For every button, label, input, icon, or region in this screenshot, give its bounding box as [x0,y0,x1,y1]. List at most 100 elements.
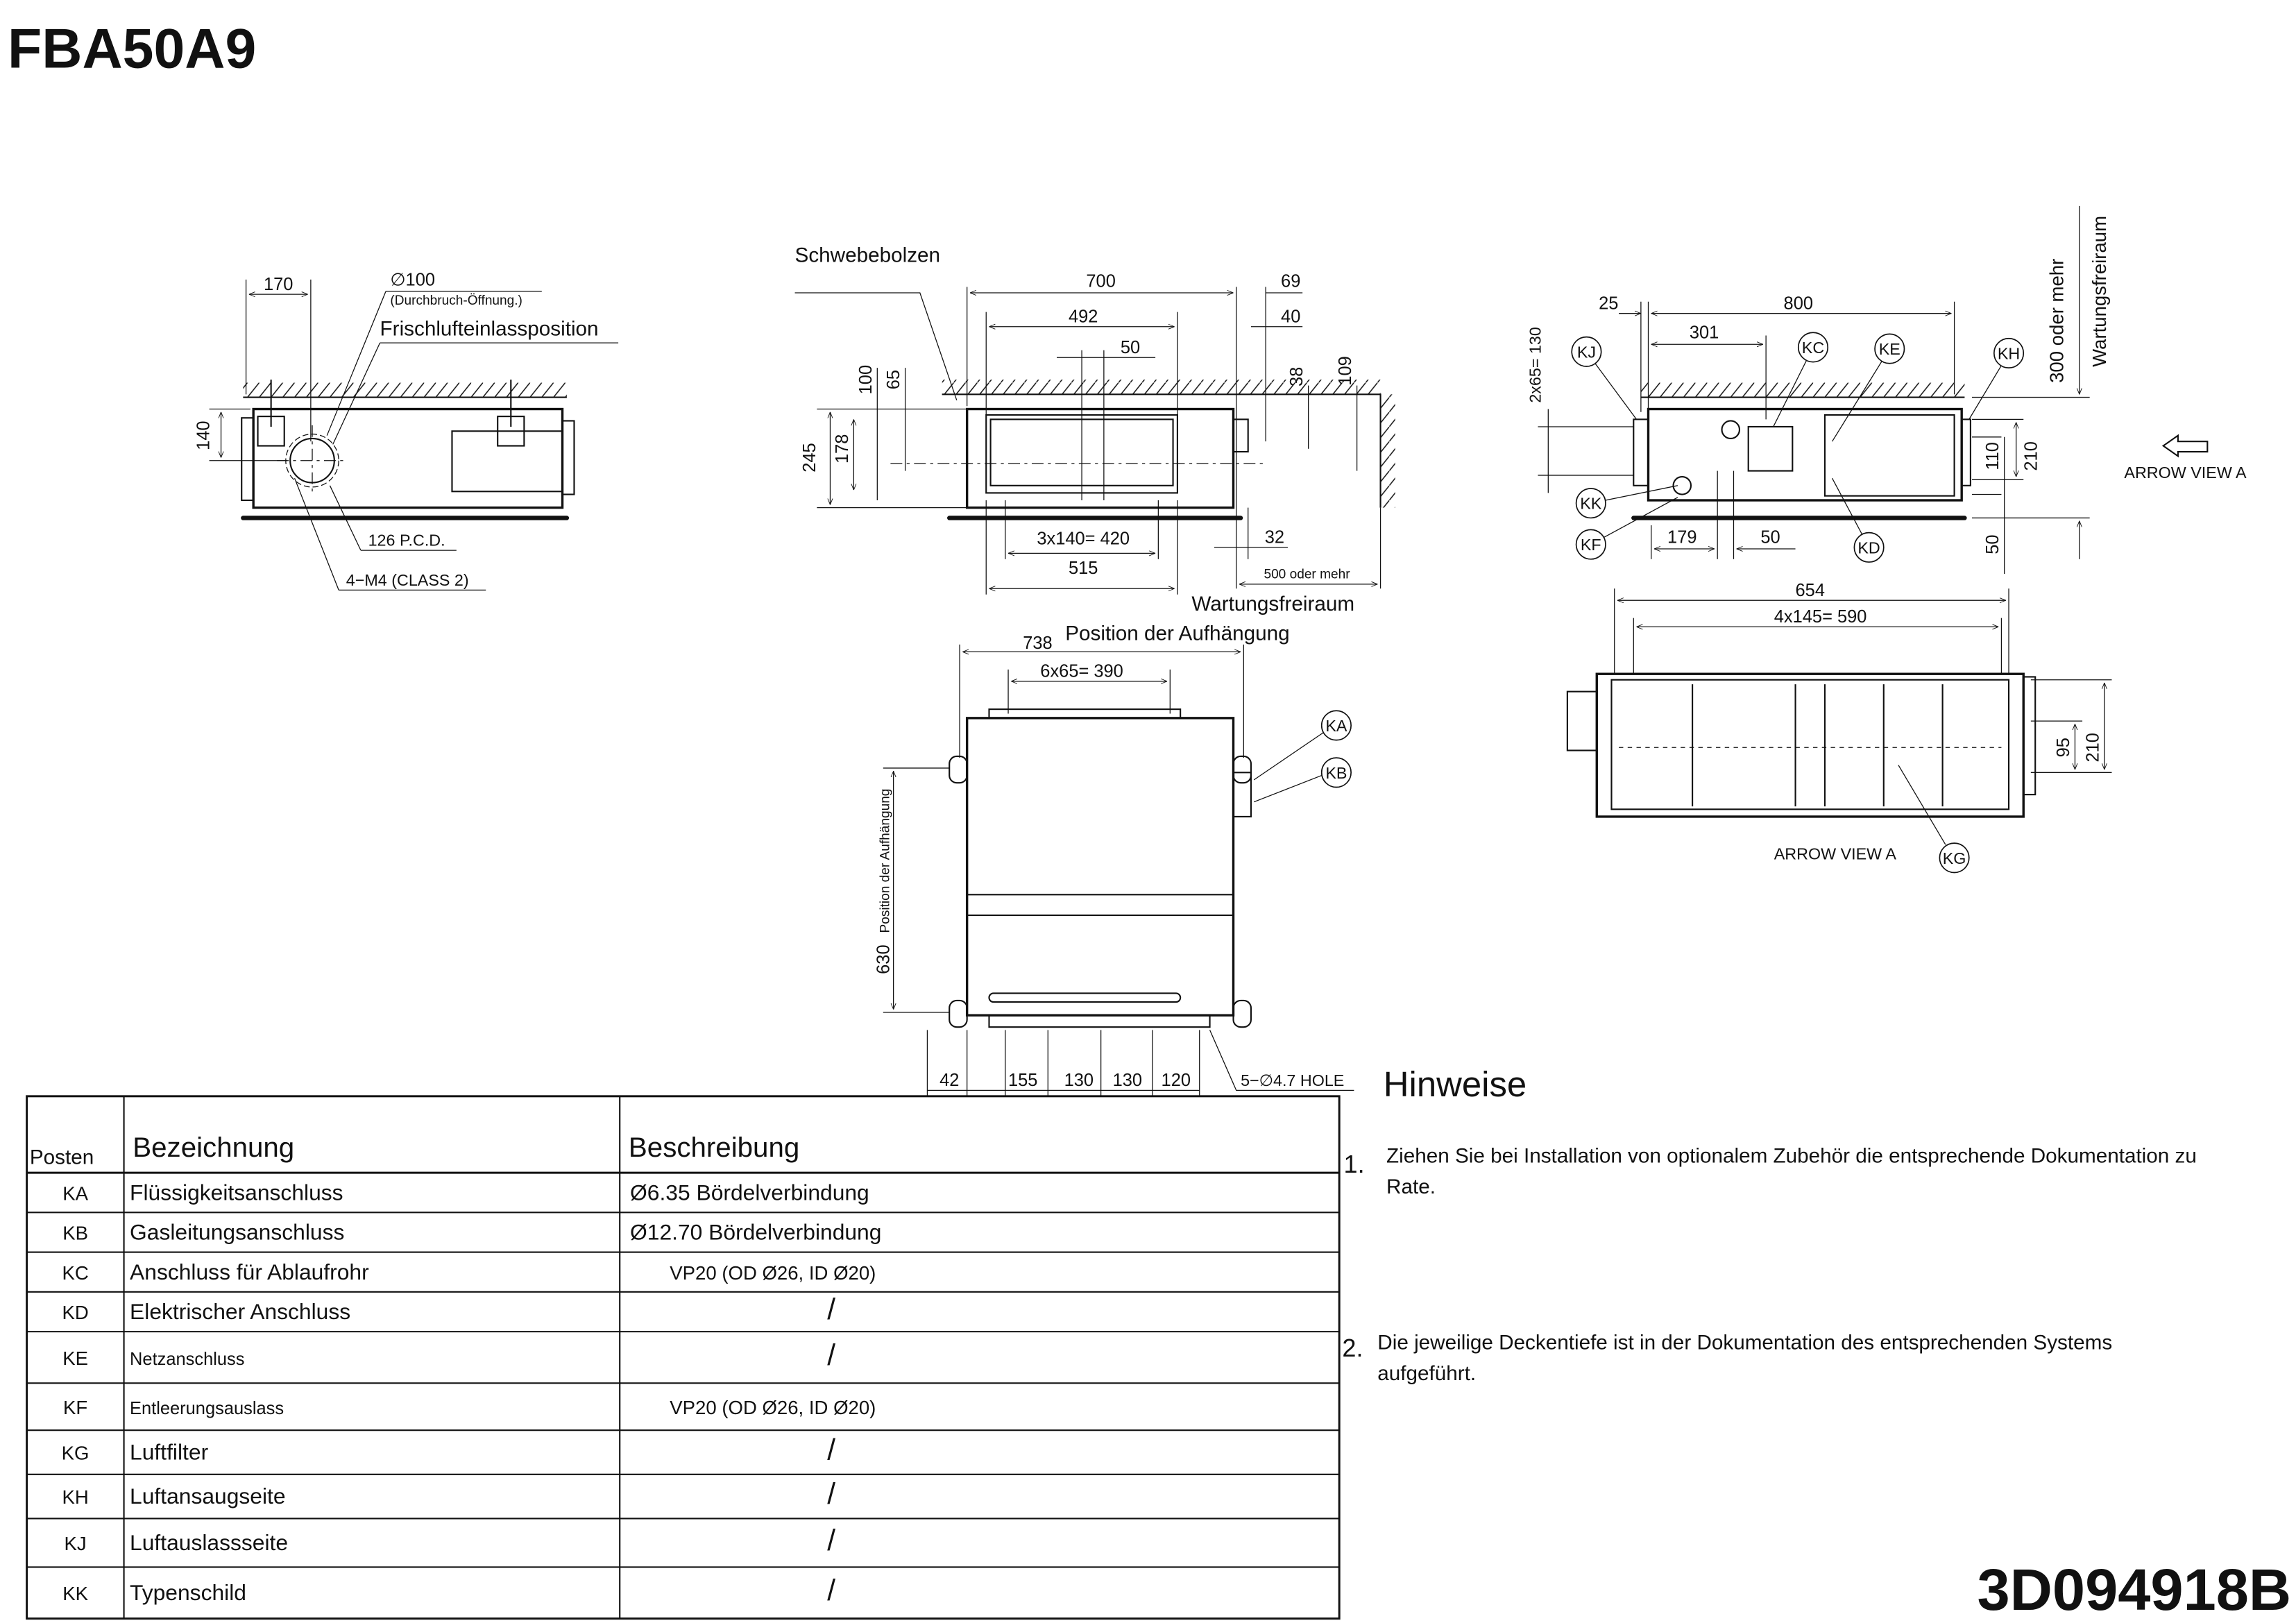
row-bezeichnung: Netzanschluss [130,1350,244,1369]
row-beschreibung: VP20 (OD Ø26, ID Ø20) [670,1262,876,1284]
table-row: KC Anschluss für Ablaufrohr VP20 (OD Ø26, … [26,1259,1340,1293]
dia-100-label: ∅100 [390,270,435,289]
end-service-space-label: Wartungsfreiraum [2089,216,2110,367]
row-bezeichnung: Anschluss für Ablaufrohr [130,1259,369,1284]
note-2-text-cont: aufgeführt. [1377,1362,1476,1385]
row-posten: KK [62,1583,88,1604]
bottom-dim-label: 42 [939,1071,959,1090]
arrow-view-label: ARROW VIEW A [1774,844,1897,863]
dim-654: 654 [1796,581,1825,600]
row-bezeichnung: Elektrischer Anschluss [130,1299,350,1324]
row-bezeichnung: Gasleitungsanschluss [130,1220,344,1245]
tag-kj: KJ [1577,343,1596,361]
notes: Hinweise 1. Ziehen Sie bei Installation … [1342,1064,2196,1385]
dim-210-arrow: 210 [2083,733,2102,762]
header-bezeichnung: Bezeichnung [133,1132,294,1163]
row-posten: KG [62,1443,90,1464]
dim-32: 32 [1265,527,1284,547]
row-beschreibung: Ø6.35 Bördelverbindung [630,1180,869,1205]
table-row: KD Elektrischer Anschluss / [26,1293,1340,1333]
dim-109: 109 [1336,356,1355,385]
dim-40: 40 [1281,307,1300,326]
dim-25: 25 [1599,294,1618,313]
row-bezeichnung: Flüssigkeitsanschluss [130,1180,343,1205]
service-space-label: Wartungsfreiraum [1191,593,1354,615]
dim-69: 69 [1281,272,1300,291]
tag-kk: KK [1580,495,1602,513]
suspension-bolt-label: Schwebebolzen [795,244,940,266]
dim-800: 800 [1784,294,1813,313]
tag-ka: KA [1325,717,1347,735]
dim-100: 100 [856,365,876,394]
dim-50-floor: 50 [1983,534,2002,554]
row-beschreibung: / [827,1293,835,1325]
row-beschreibung: / [827,1434,835,1466]
tag-kb: KB [1325,764,1347,782]
callout-kd: KD [1832,477,1885,563]
pcd-label: 126 P.C.D. [368,532,445,550]
dim-492: 492 [1069,307,1098,326]
arrow-view-a-label: ARROW VIEW A [2124,464,2247,482]
note-1-text-cont: Rate. [1386,1175,1436,1198]
opening-note: (Durchbruch-Öffnung.) [390,294,522,308]
row-bezeichnung: Luftfilter [130,1440,209,1465]
dim-515: 515 [1069,559,1098,578]
row-beschreibung: / [827,1574,835,1606]
bottom-dim-label: 130 [1113,1071,1142,1090]
note-2-text: Die jeweilige Deckentiefe ist in der Dok… [1377,1332,2112,1354]
dim-590: 4x145= 590 [1774,607,1867,627]
note-1-number: 1. [1344,1150,1365,1178]
callout-kk: KK [1575,485,1678,519]
note-1-text: Ziehen Sie bei Installation von optional… [1386,1144,2197,1167]
row-bezeichnung: Luftauslassseite [130,1530,288,1555]
table-row: KA Flüssigkeitsanschluss Ø6.35 Bördelverbi… [26,1180,1340,1214]
bottom-dim-label: 120 [1162,1071,1191,1090]
dim-179: 179 [1667,527,1697,547]
table-row: KK Typenschild / [62,1574,835,1606]
tag-kh: KH [1998,344,2020,362]
front-view: Schwebebolzen 700 69 492 40 50 100 65 38… [794,244,1395,758]
row-posten: KB [62,1223,88,1244]
callout-kf: KF [1575,497,1678,560]
arrow-view: 654 4x145= 590 95 210 ARROW VIEW A KG [1566,581,2112,874]
note-2-number: 2. [1342,1334,1363,1362]
screws-label: 4−M4 (CLASS 2) [346,571,469,589]
suspension-position-label: Position der Aufhängung [1065,622,1289,645]
bottom-dim-label: 155 [1008,1071,1037,1090]
fresh-air-inlet-label: Frischlufteinlassposition [380,317,599,340]
table-row: KB Gasleitungsanschluss Ø12.70 Bördelverbi… [26,1220,1340,1253]
callout-kj: KJ [1571,336,1638,420]
model-title: FBA50A9 [8,18,256,80]
row-posten: KD [62,1302,88,1323]
dim-738: 738 [1023,634,1052,653]
row-bezeichnung: Luftansaugseite [130,1484,286,1509]
row-bezeichnung: Typenschild [130,1580,246,1605]
row-beschreibung: Ø12.70 Bördelverbindung [630,1220,881,1245]
holes-label: 5−∅4.7 HOLE [1241,1071,1344,1089]
row-beschreibung: / [827,1477,835,1510]
row-posten: KF [63,1397,87,1418]
row-posten: KC [62,1262,88,1284]
dim-245: 245 [800,443,819,472]
callout-ke: KE [1832,333,1905,442]
clearance-500-label: 500 oder mehr [1264,567,1350,581]
tag-kg: KG [1943,849,1966,867]
row-beschreibung: / [827,1524,835,1556]
clearance-300-label: 300 oder mehr [2046,259,2068,383]
dim-700: 700 [1086,272,1115,291]
table-row: KG Luftfilter / [26,1434,1340,1475]
notes-heading: Hinweise [1384,1064,1527,1104]
dim-630: 630 [874,944,893,974]
dim-170: 170 [264,275,293,294]
dim-110: 110 [1983,442,2002,470]
side-view: 170 140 ∅100 (Durchbruch-Öffnung.) Frisc… [194,270,619,590]
dim-2x65-130: 2x65= 130 [1527,327,1545,403]
dim-140: 140 [194,420,214,450]
row-posten: KA [62,1182,88,1204]
row-beschreibung: / [827,1339,835,1371]
